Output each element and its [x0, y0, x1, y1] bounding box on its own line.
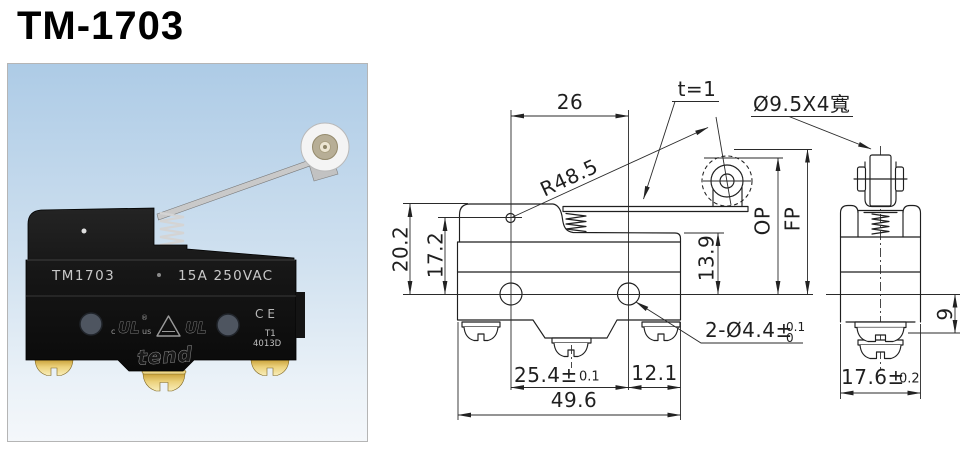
- dim-fp: FP: [734, 149, 812, 295]
- dim-49-6-label: 49.6: [551, 388, 598, 412]
- rating-label: 15A 250VAC: [178, 268, 273, 284]
- hole-tol-lower: 0: [786, 331, 794, 345]
- dim-26: 26: [510, 90, 629, 119]
- front-view: [456, 116, 753, 368]
- dim-17-2-label: 17.2: [424, 232, 448, 279]
- lever: [562, 205, 749, 213]
- brand-logo: tend: [136, 342, 193, 370]
- dim-12-1: 12.1: [628, 361, 681, 390]
- dim-roller-spec: Ø9.5X4寬: [751, 92, 872, 150]
- mounting-hole-right: [216, 313, 240, 337]
- spring-side: [871, 213, 890, 235]
- triangle-cert-icon: [156, 315, 181, 337]
- fp-label: FP: [781, 207, 805, 232]
- t-label: t=1: [678, 77, 717, 101]
- r-label: R48.5: [536, 154, 601, 202]
- side-terminal-tab: [296, 292, 305, 338]
- roller: [300, 122, 350, 172]
- product-photo-image: TM1703 15A 250VAC c UL ® us UL CE T1 401…: [8, 64, 367, 441]
- side-view: [826, 146, 960, 370]
- product-photo: TM1703 15A 250VAC c UL ® us UL CE T1 401…: [7, 63, 368, 442]
- left-ear: [839, 204, 859, 238]
- ul-mark2-icon: UL: [185, 319, 207, 337]
- ul-mark-icon: UL: [118, 319, 140, 337]
- dim-9: 9: [908, 294, 960, 334]
- hole-callout-label: 2-Ø4.4±: [705, 318, 793, 342]
- dim-13-9-label: 13.9: [695, 235, 719, 282]
- certification-marks: c UL ® us UL CE T1 4013D: [79, 307, 282, 349]
- registered-icon: ®: [141, 314, 148, 322]
- dim-lever-radius: R48.5: [510, 127, 709, 219]
- hole-tol-upper: 0.1: [786, 320, 805, 334]
- dim-17-2: 17.2: [424, 217, 522, 295]
- roller: [701, 116, 753, 207]
- plunger-housing: [857, 210, 904, 238]
- dim-hole-callout: 2-Ø4.4± 0.1 0: [635, 301, 805, 345]
- screw-terminals: [461, 321, 681, 368]
- type-code: T1: [264, 329, 276, 339]
- clevis: [864, 161, 897, 208]
- page-title: TM-1703: [17, 4, 185, 48]
- dim-25-4: 25.4± 0.1: [510, 363, 629, 390]
- dim-13-9: 13.9: [684, 232, 724, 295]
- mold-dot: [81, 228, 87, 234]
- tol-25-4-label: 0.1: [579, 370, 600, 385]
- dim-12-1-label: 12.1: [631, 361, 678, 385]
- technical-drawing: 26 t=1 R48.5 Ø9.5X4寬 20.2 17.2: [389, 77, 960, 420]
- dim-op: OP: [704, 157, 783, 295]
- ce-mark: CE: [255, 307, 279, 321]
- tol-17-6-label: 0.2: [899, 372, 920, 387]
- cul-us-label: us: [142, 327, 151, 336]
- op-label: OP: [751, 207, 775, 236]
- dim-9-label: 9: [933, 307, 957, 320]
- dim-26-label: 26: [557, 90, 583, 114]
- dim-20-2: 20.2: [389, 203, 468, 295]
- roller-edge: [869, 154, 892, 207]
- model-label: TM1703: [51, 268, 115, 284]
- side-terminals: [854, 321, 907, 360]
- plunger-spring: [159, 211, 185, 247]
- indicator-dot-icon: [157, 273, 161, 277]
- date-code: 4013D: [253, 339, 282, 349]
- roller-spec-label: Ø9.5X4寬: [753, 92, 850, 116]
- dim-17-6: 17.6± 0.2: [840, 324, 921, 399]
- dim-17-6-label: 17.6±: [841, 365, 905, 389]
- dim-49-6: 49.6: [457, 322, 681, 420]
- cul-c-label: c: [111, 327, 115, 336]
- right-ear: [902, 204, 922, 238]
- mounting-hole-left: [79, 312, 103, 336]
- label-band: TM1703 15A 250VAC: [51, 268, 273, 284]
- spring: [565, 212, 587, 233]
- dim-20-2-label: 20.2: [389, 226, 413, 273]
- dim-25-4-label: 25.4±: [514, 363, 578, 387]
